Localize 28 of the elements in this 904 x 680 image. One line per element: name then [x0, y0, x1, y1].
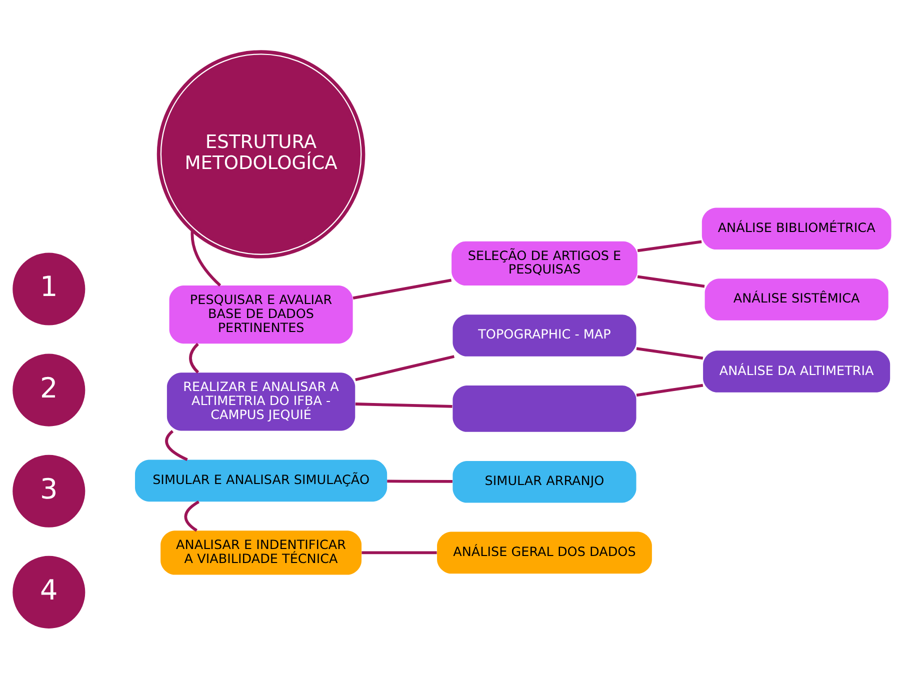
node-box: ANÁLISE GERAL DOS DADOS	[437, 532, 652, 574]
node-box: ANÁLISE DA ALTIMETRIA	[703, 350, 890, 392]
connector	[355, 355, 454, 382]
node-circle: 3	[12, 454, 86, 528]
connector	[637, 275, 705, 288]
node-circle: ESTRUTURA METODOLOGÍCA	[156, 50, 366, 258]
node-box: PESQUISAR E AVALIAR BASE DE DADOS PERTINENTES	[169, 286, 353, 344]
connector	[636, 384, 704, 397]
node-box: ANALISAR E INDENTIFICAR A VIABILIDADE TÉCNICA	[160, 530, 362, 575]
connector	[637, 240, 702, 252]
connector	[387, 480, 452, 483]
node-circle: 2	[12, 354, 86, 426]
node-box	[452, 385, 636, 432]
node-box: ANÁLISE SISTÊMICA	[704, 278, 888, 320]
node-box: SELEÇÃO DE ARTIGOS E PESQUISAS	[452, 241, 638, 286]
node-box: TOPOGRAPHIC - MAP	[452, 314, 636, 356]
connector	[189, 342, 200, 374]
node-box: ANÁLISE BIBLIOMÉTRICA	[702, 208, 892, 250]
connector	[190, 230, 222, 286]
node-circle: 4	[12, 556, 86, 628]
node-circle: 1	[12, 252, 86, 326]
node-box: REALIZAR E ANALISAR A ALTIMETRIA DO IFBA - CAMPUS JEQUIÉ	[166, 372, 356, 431]
node-box: SIMULAR ARRANJO	[452, 460, 636, 503]
connector	[355, 402, 452, 408]
connector	[636, 347, 704, 360]
connector	[362, 551, 437, 554]
node-box: SIMULAR E ANALISAR SIMULAÇÃO	[135, 460, 388, 502]
connector	[352, 278, 452, 300]
